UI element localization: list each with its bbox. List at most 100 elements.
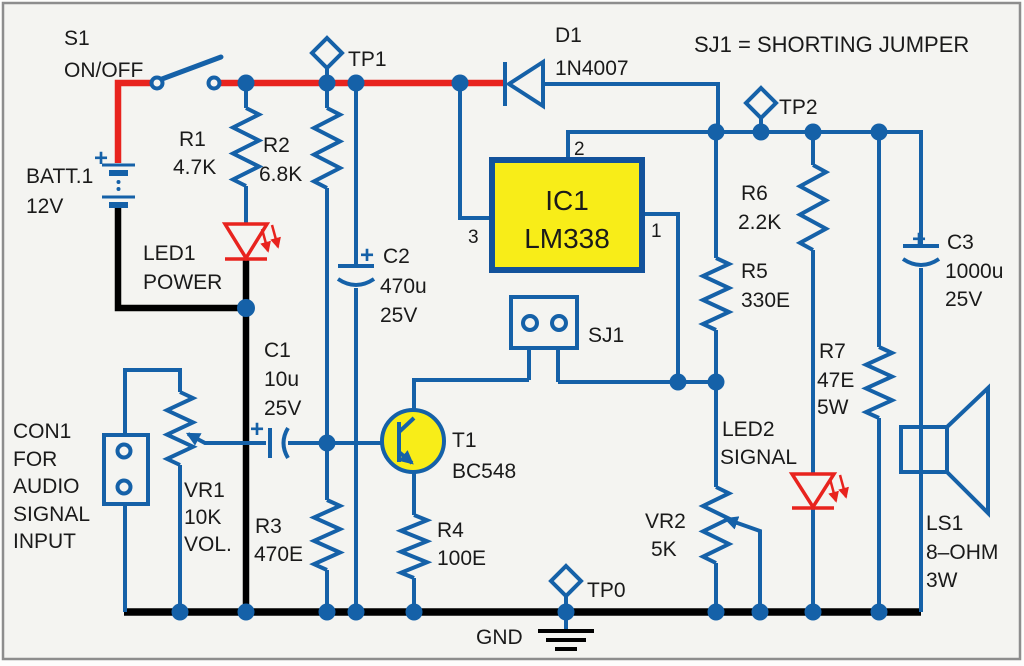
transistor-emitter-arrow: [397, 450, 414, 465]
c2-value: 470u: [380, 275, 427, 298]
junction-dot: [237, 74, 255, 92]
con1-ref: CON1: [13, 420, 71, 443]
ic1-lm338: IC1 LM338 2 3 1: [468, 139, 662, 273]
ic1-ref: IC1: [545, 185, 589, 216]
capacitor-c2: + C2 470u 25V: [336, 242, 427, 327]
wire-output-rail: [566, 130, 923, 246]
connector-pin: [115, 478, 133, 496]
speaker-cone-icon: [945, 383, 990, 518]
connector-body: [102, 433, 150, 506]
ground-wires-black: [114, 206, 921, 616]
switch-contact-right: [206, 75, 222, 91]
t1-ref: T1: [452, 429, 477, 452]
battery-cell-dot: [116, 187, 121, 191]
ls1-value: 8–OHM: [926, 541, 998, 564]
wire-collector-rail: [412, 378, 529, 412]
gnd-label: GND: [476, 626, 523, 649]
batt1-value: 12V: [26, 195, 63, 218]
junction-dot: [318, 603, 336, 621]
switch-contact-left: [149, 75, 165, 91]
r5-value: 330E: [741, 289, 790, 312]
c1-voltage: 25V: [264, 397, 301, 420]
resistor-r2: R2 6.8K: [259, 106, 345, 190]
junction-dot: [171, 603, 189, 621]
testpoint-diamond-icon: [743, 85, 779, 121]
testpoint-diamond-icon: [309, 35, 345, 71]
ls1-rating: 3W: [926, 569, 958, 592]
con1-desc-4: INPUT: [13, 530, 76, 553]
wire-d1-anode: [543, 82, 720, 132]
c3-plus-sign: +: [912, 226, 926, 253]
led-emission-arrow: [270, 224, 281, 249]
jumper-body: [509, 295, 579, 350]
battery-plus-sign: +: [94, 145, 108, 172]
r4-ref: R4: [437, 519, 464, 542]
resistor-r3: R3 470E: [254, 498, 345, 572]
junction-dot: [318, 434, 336, 452]
junction-dot: [451, 74, 469, 92]
c1-plus-sign: +: [250, 416, 264, 443]
testpoint-diamond-icon: [548, 563, 584, 599]
sj1-ref: SJ1: [588, 324, 624, 347]
vr1-desc: VOL.: [184, 533, 232, 556]
resistor-r6: R6 2.2K: [738, 163, 831, 252]
c2-ref: C2: [383, 245, 410, 268]
junction-dot: [707, 123, 725, 141]
ls1-ref: LS1: [926, 512, 963, 535]
resistor-zigzag-icon: [309, 498, 345, 572]
signal-wires-blue: [123, 82, 923, 612]
junction-dot: [237, 299, 255, 317]
junction-dot: [752, 123, 770, 141]
r5-ref: R5: [741, 260, 768, 283]
junction-dot: [804, 603, 822, 621]
connector-con1: CON1 FOR AUDIO SIGNAL INPUT: [13, 420, 150, 553]
led2-desc: SIGNAL: [720, 446, 797, 469]
junction-dot: [347, 74, 365, 92]
resistor-zigzag-icon: [309, 106, 345, 190]
r6-ref: R6: [741, 182, 768, 205]
junction-dots: [171, 74, 888, 621]
wire-battery-negative: [114, 206, 243, 312]
vr1-value: 10K: [184, 506, 221, 529]
connector-pin: [115, 442, 133, 460]
resistor-zigzag-icon: [795, 163, 831, 252]
vr2-ref: VR2: [645, 510, 686, 533]
junction-dot: [870, 123, 888, 141]
led-emission-arrow: [838, 474, 849, 499]
resistor-r1: R1 4.7K: [173, 106, 264, 188]
ic-body: [489, 157, 645, 273]
resistor-zigzag-icon: [698, 485, 734, 565]
testpoint-tp1: TP1: [309, 35, 387, 83]
wire-con1-to-vr1: [123, 368, 182, 436]
capacitor-plate-curved: [901, 257, 941, 267]
resistor-zigzag-icon: [861, 345, 897, 420]
wire-pin3-input: [458, 83, 492, 220]
resistor-zigzag-icon: [698, 256, 734, 332]
resistor-r7: R7 47E 5W: [817, 340, 897, 420]
r7-rating: 5W: [817, 396, 849, 419]
r6-value: 2.2K: [738, 211, 781, 234]
testpoint-tp0: TP0: [548, 563, 626, 612]
diode-d1: D1 1N4007: [503, 24, 629, 110]
junction-dot: [707, 603, 725, 621]
r7-value: 47E: [817, 369, 854, 392]
capacitor-plate-curved: [281, 426, 290, 460]
led-emission-arrow: [828, 478, 839, 503]
led2-ref: LED2: [722, 418, 775, 441]
capacitor-c1: + C1 10u 25V: [250, 339, 301, 460]
con1-desc-1: FOR: [13, 448, 57, 471]
led-triangle-icon: [221, 222, 271, 262]
junction-dot: [870, 603, 888, 621]
vr1-ref: VR1: [184, 479, 225, 502]
d1-value: 1N4007: [555, 57, 629, 80]
potentiometer-vr2: VR2 5K: [645, 485, 734, 565]
capacitor-plate-curved: [336, 277, 376, 287]
r1-ref: R1: [179, 128, 206, 151]
battery-cell-dot: [116, 180, 121, 184]
c2-plus-sign: +: [360, 242, 374, 269]
resistor-r4: R4 100E: [395, 513, 486, 580]
junction-dot: [751, 603, 769, 621]
r1-value: 4.7K: [173, 156, 216, 179]
